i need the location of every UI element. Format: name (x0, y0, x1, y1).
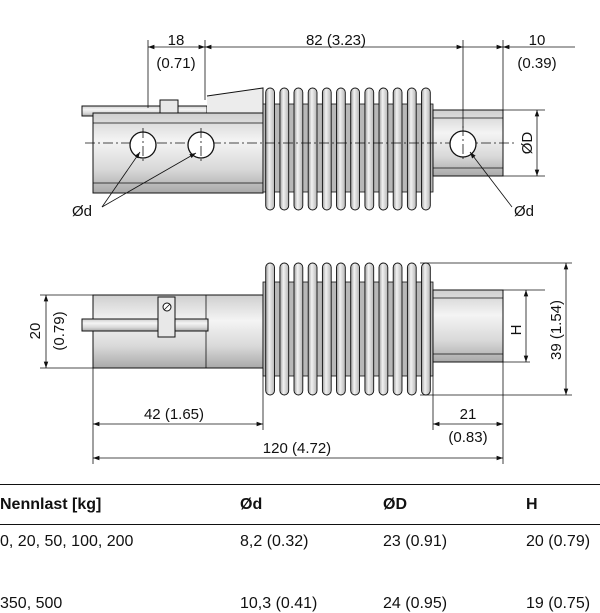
end-piece-side (432, 289, 504, 363)
bellows-fin (336, 262, 346, 396)
bellows-fin (321, 262, 332, 396)
dim-21-inch: (0.83) (448, 429, 487, 446)
top-view: 18 (0.71) 82 (3.23) 10 (0.39) ØD Ød Ød (72, 32, 575, 220)
cell-outer-diameter: 24 (0.95) (383, 594, 448, 612)
header-nominal-load: Nennlast [kg] (0, 495, 102, 513)
dim-120: 120 (4.72) (263, 440, 331, 457)
bellows-fin (421, 87, 431, 211)
bellows-fin (293, 262, 304, 396)
bellows-fin (307, 262, 318, 396)
bellows-fin (265, 87, 275, 211)
dim-10-inch: (0.39) (517, 55, 556, 72)
bellows-side (262, 262, 434, 396)
cell-bolt-diameter: 10,3 (0.41) (240, 594, 318, 612)
cell-load: 350, 500 (0, 594, 63, 612)
cell-load: 0, 20, 50, 100, 200 (0, 533, 134, 550)
label-bolt-diameter-left: Ød (72, 203, 92, 220)
bellows-fin (307, 87, 318, 211)
technical-drawing: 18 (0.71) 82 (3.23) 10 (0.39) ØD Ød Ød (27, 32, 575, 464)
spec-table: Nennlast [kg] Ød ØD H 0, 20, 50, 100, 20… (0, 484, 600, 613)
cell-outer-diameter: 23 (0.91) (383, 533, 448, 550)
label-bolt-diameter-right: Ød (514, 203, 534, 220)
bellows-fin (279, 87, 290, 211)
bellows-fin (321, 87, 332, 211)
bellows-fin (293, 87, 304, 211)
dim-42: 42 (1.65) (144, 406, 204, 423)
cell-height: 19 (0.75) (526, 594, 591, 612)
bellows-fin (406, 262, 417, 396)
dim-18-inch: (0.71) (156, 55, 195, 72)
bellows-fin (392, 262, 403, 396)
bellows-fin (364, 87, 375, 211)
bellows-fin (350, 87, 360, 211)
bellows-fin (364, 262, 375, 396)
bellows-fin (265, 262, 275, 396)
bellows-top (262, 87, 434, 211)
header-height: H (526, 495, 538, 513)
cell-bolt-diameter: 8,2 (0.32) (240, 533, 309, 550)
header-outer-diameter: ØD (383, 495, 407, 513)
dim-39: 39 (1.54) (548, 300, 565, 360)
dim-H: H (508, 325, 525, 336)
header-bolt-diameter: Ød (240, 495, 263, 513)
bellows-fin (336, 87, 346, 211)
table-row: 350, 500 10,3 (0.41) 24 (0.95) 19 (0.75) (0, 569, 600, 613)
bellows-fin (392, 87, 403, 211)
bellows-core (262, 281, 434, 377)
block-body-top (92, 112, 264, 194)
table-row: 0, 20, 50, 100, 200 8,2 (0.32) 23 (0.91)… (0, 525, 600, 569)
dim-21: 21 (460, 406, 477, 423)
table-header-row: Nennlast [kg] Ød ØD H (0, 484, 600, 525)
cell-height: 20 (0.79) (526, 533, 591, 550)
side-pin (81, 318, 209, 332)
bellows-fin (406, 87, 417, 211)
bellows-fin (350, 262, 360, 396)
dim-20-inch: (0.79) (51, 311, 68, 350)
bellows-fin (378, 262, 389, 396)
bellows-fin (279, 262, 290, 396)
bellows-fin (378, 87, 389, 211)
bellows-core (262, 103, 434, 193)
dim-18: 18 (168, 32, 185, 49)
dim-20: 20 (27, 323, 44, 340)
bellows-fin (421, 262, 431, 396)
dim-82: 82 (3.23) (306, 32, 366, 49)
side-view: 20 (0.79) H 39 (1.54) 42 (1.65) 21 (0.83… (27, 262, 572, 464)
label-diameter-D: ØD (519, 132, 536, 155)
block-top-step (206, 87, 264, 114)
tab-clip (159, 99, 179, 115)
dim-10: 10 (529, 32, 546, 49)
